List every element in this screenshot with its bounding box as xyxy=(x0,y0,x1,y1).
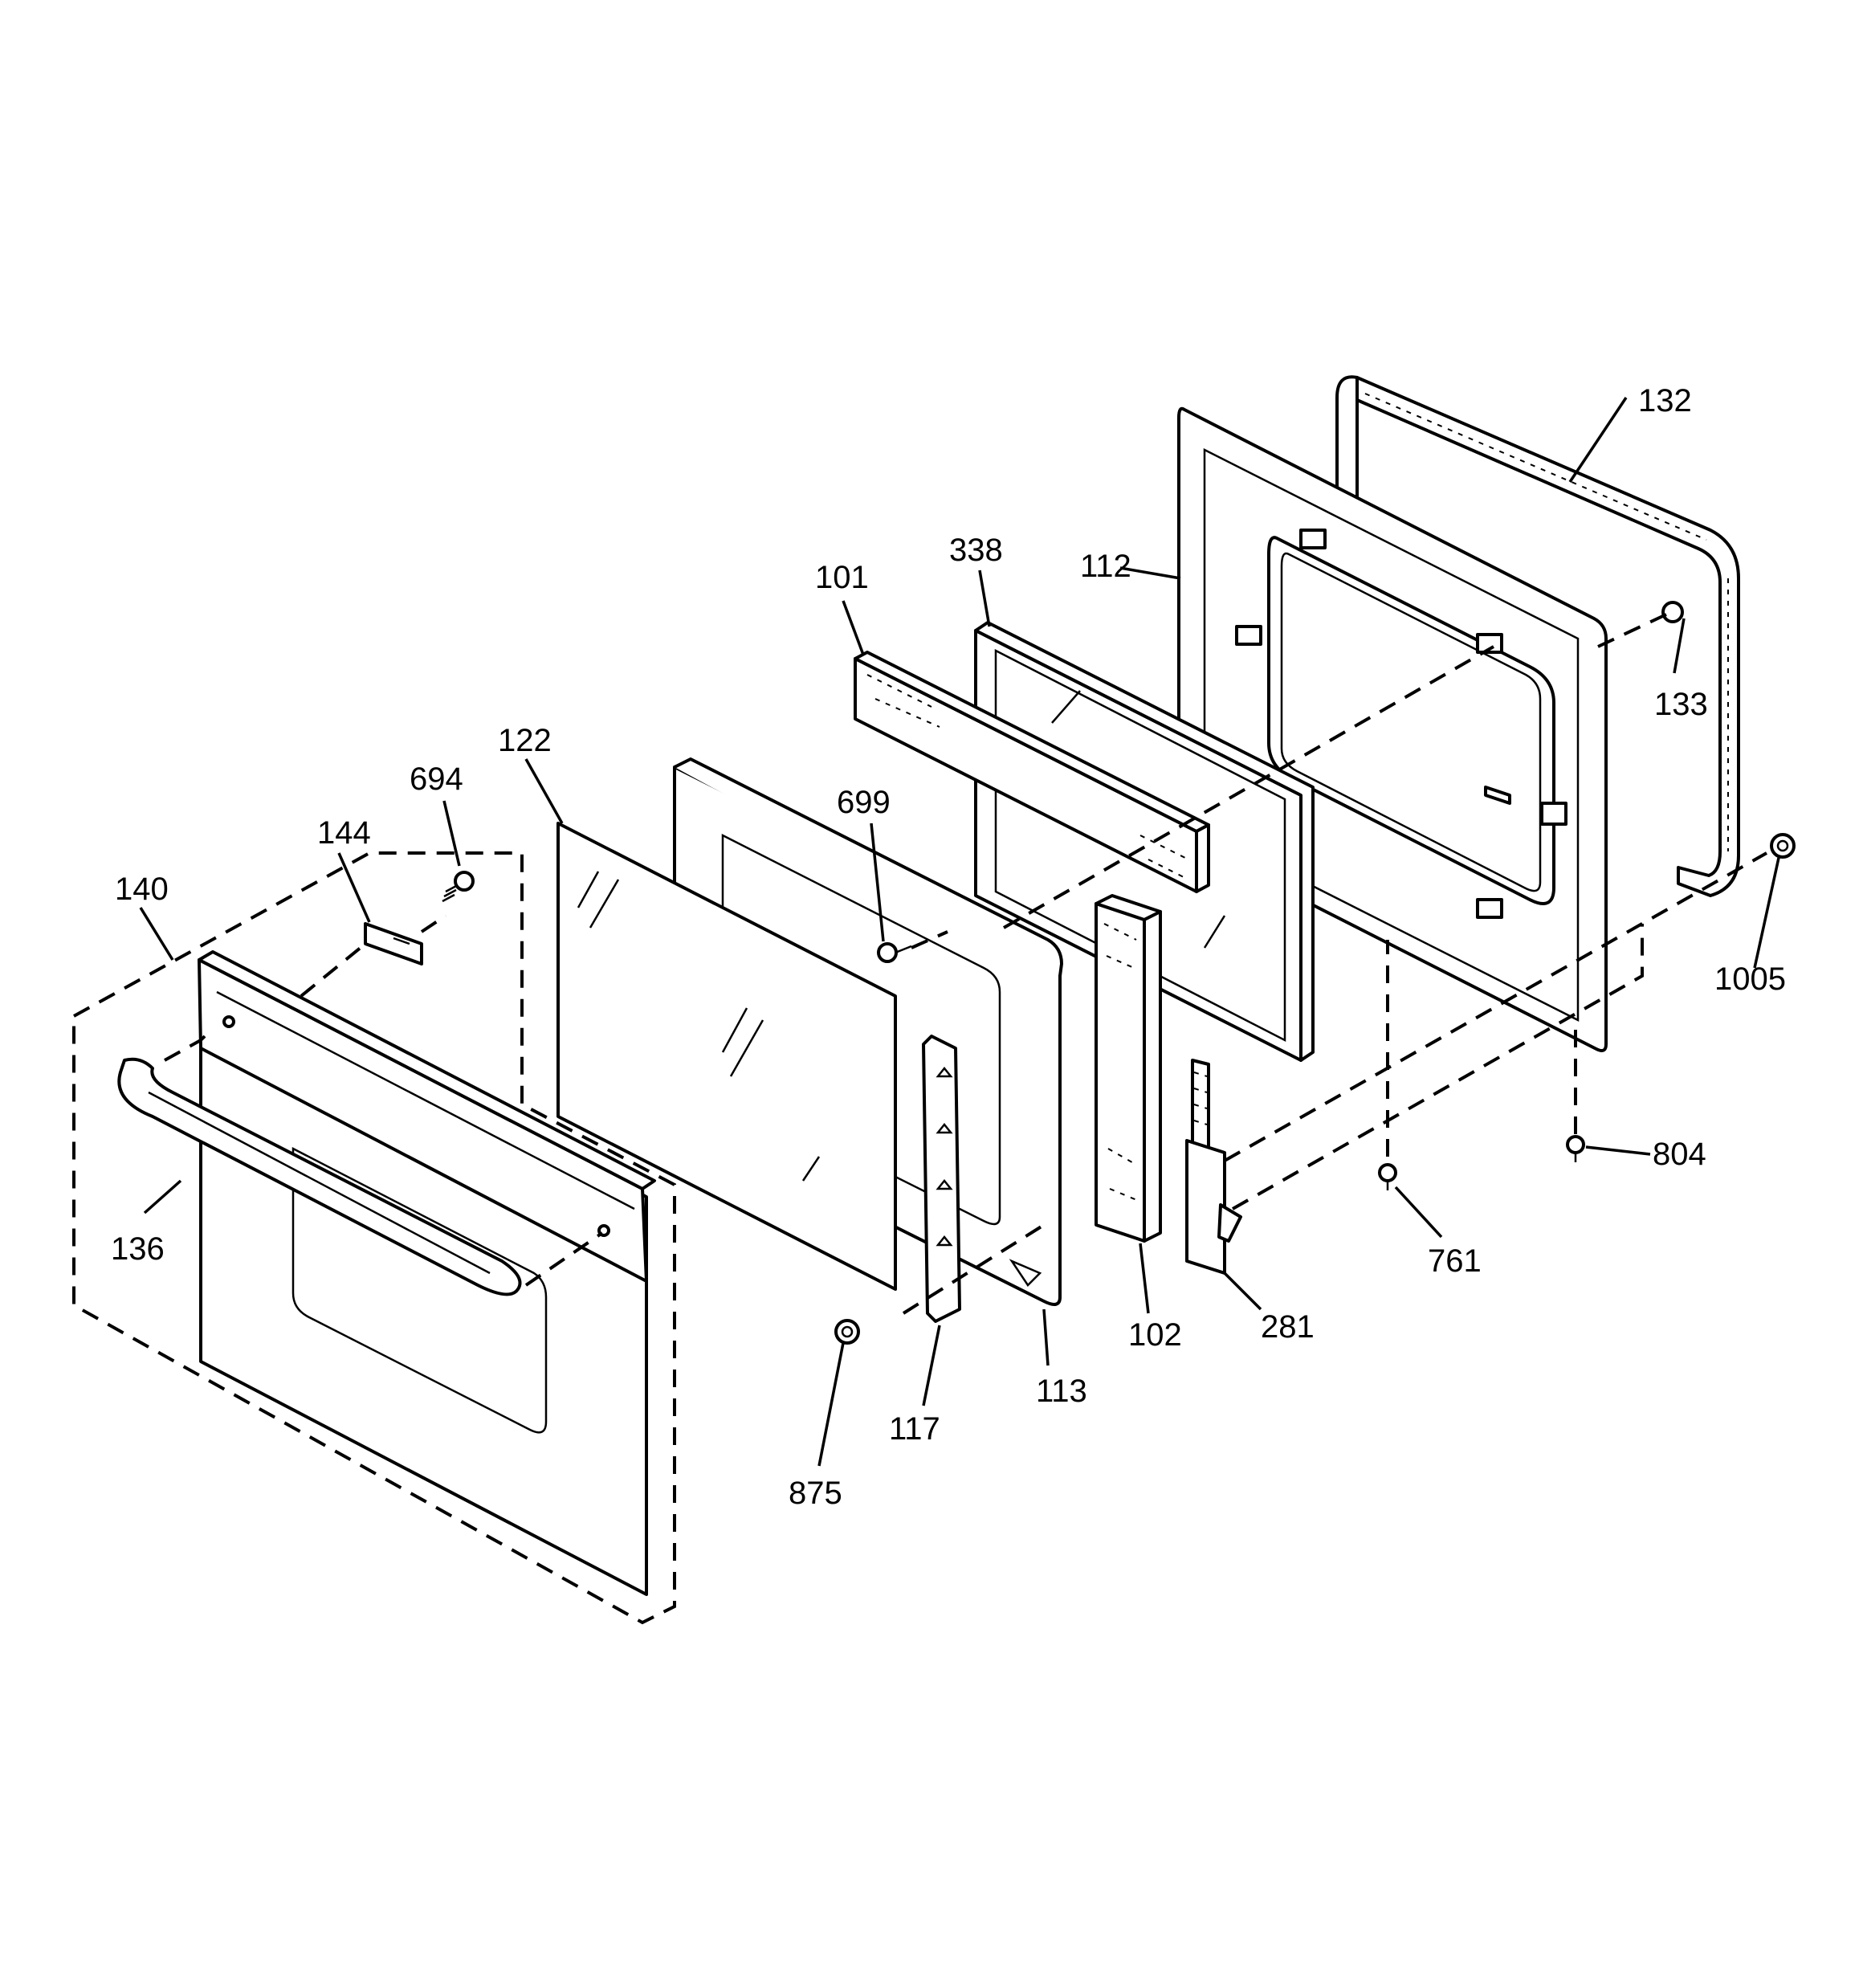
callout-144: 144 xyxy=(317,815,371,851)
screw-1005 xyxy=(1770,833,1796,859)
callout-694: 694 xyxy=(410,761,463,797)
callout-122: 122 xyxy=(498,723,552,758)
callout-labels: 132 133 112 338 101 694 122 699 144 140 … xyxy=(111,383,1786,1511)
screw-875 xyxy=(834,1319,860,1345)
callout-117: 117 xyxy=(889,1411,940,1447)
callout-1005: 1005 xyxy=(1714,961,1786,997)
screw-694 xyxy=(442,871,475,903)
callout-281: 281 xyxy=(1261,1309,1315,1345)
screw-761 xyxy=(1378,1163,1397,1190)
callout-761: 761 xyxy=(1428,1243,1482,1279)
screw-699 xyxy=(877,942,912,963)
callout-132: 132 xyxy=(1638,383,1692,418)
part-122-outer-glass xyxy=(556,822,897,1291)
part-140-outer-door-assembly xyxy=(72,851,676,1625)
callout-136: 136 xyxy=(111,1231,165,1267)
screw-804 xyxy=(1566,1135,1585,1162)
callout-699: 699 xyxy=(837,785,891,820)
callout-338: 338 xyxy=(949,533,1003,568)
callout-112: 112 xyxy=(1080,549,1131,584)
callout-140: 140 xyxy=(115,872,169,907)
callout-133: 133 xyxy=(1654,687,1708,722)
screw-133 xyxy=(1661,601,1684,623)
callout-113: 113 xyxy=(1036,1374,1087,1409)
leader-lines xyxy=(139,397,1780,1467)
part-136-door-handle xyxy=(117,1057,522,1296)
part-117-bracket xyxy=(922,1035,961,1323)
callout-804: 804 xyxy=(1653,1137,1706,1172)
callout-101: 101 xyxy=(815,560,869,595)
part-144-bracket-plate xyxy=(364,922,423,965)
callout-102: 102 xyxy=(1128,1317,1182,1353)
assembly-lines xyxy=(164,613,1767,1315)
part-102-insulation-side xyxy=(1095,894,1162,1243)
part-281-hinge xyxy=(1185,1059,1242,1275)
callout-875: 875 xyxy=(789,1476,842,1511)
